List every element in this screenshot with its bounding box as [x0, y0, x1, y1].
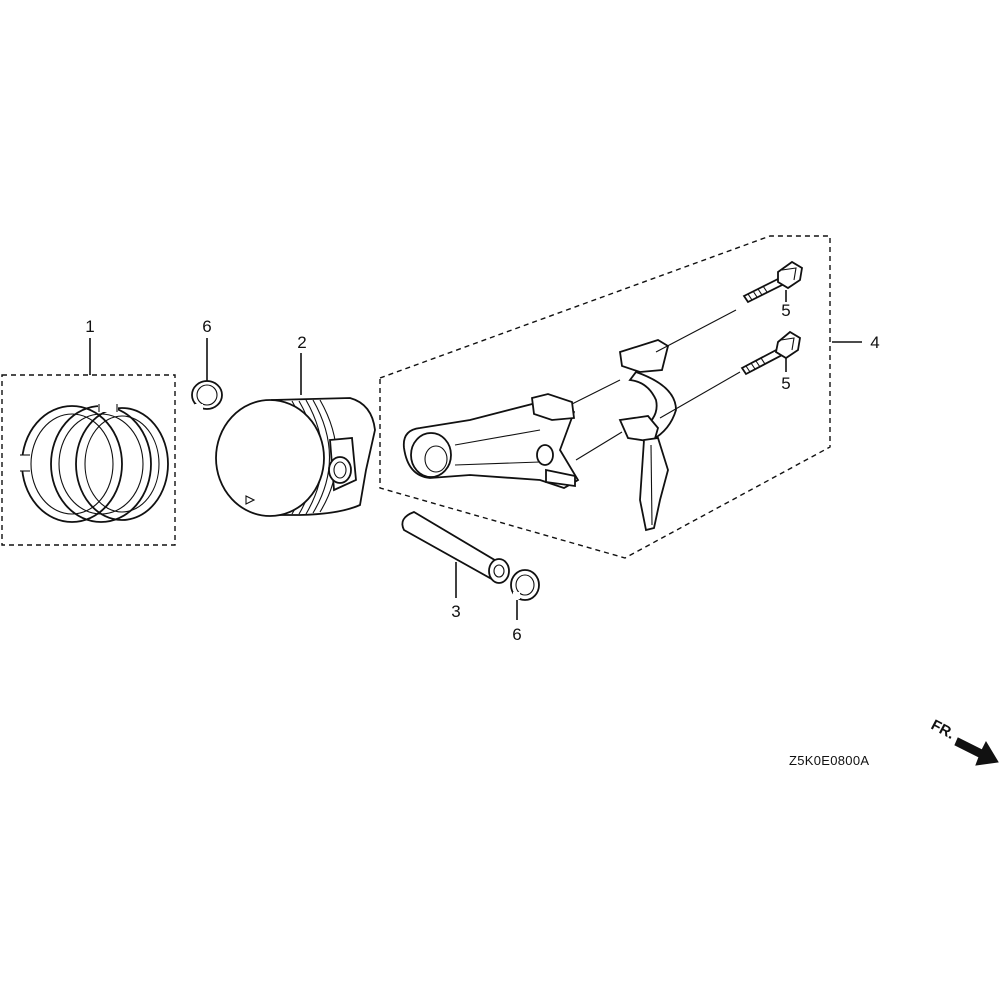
pin-clip-lower — [510, 569, 540, 620]
callout-5-lower: 5 — [781, 374, 790, 393]
piston-ring-set — [1, 338, 176, 546]
callout-6-upper: 6 — [202, 317, 211, 336]
callout-4: 4 — [870, 333, 879, 352]
rod-bolt-upper — [742, 260, 803, 304]
diagram-code: Z5K0E0800A — [789, 753, 869, 768]
piston-pin — [401, 511, 510, 598]
callout-1: 1 — [85, 317, 94, 336]
callout-6-lower: 6 — [512, 625, 521, 644]
rod-bolt-lower — [740, 330, 801, 376]
callout-3: 3 — [451, 602, 460, 621]
rod-assembly-frame — [379, 235, 831, 559]
piston — [215, 353, 376, 517]
callout-5-upper: 5 — [781, 301, 790, 320]
callout-2: 2 — [297, 333, 306, 352]
front-label: FR. — [928, 717, 957, 743]
arrow-right-down-icon — [954, 737, 999, 766]
front-direction-marker: FR. — [928, 717, 999, 766]
connecting-rod-assembly — [379, 235, 862, 559]
pin-clip-upper — [191, 338, 223, 410]
